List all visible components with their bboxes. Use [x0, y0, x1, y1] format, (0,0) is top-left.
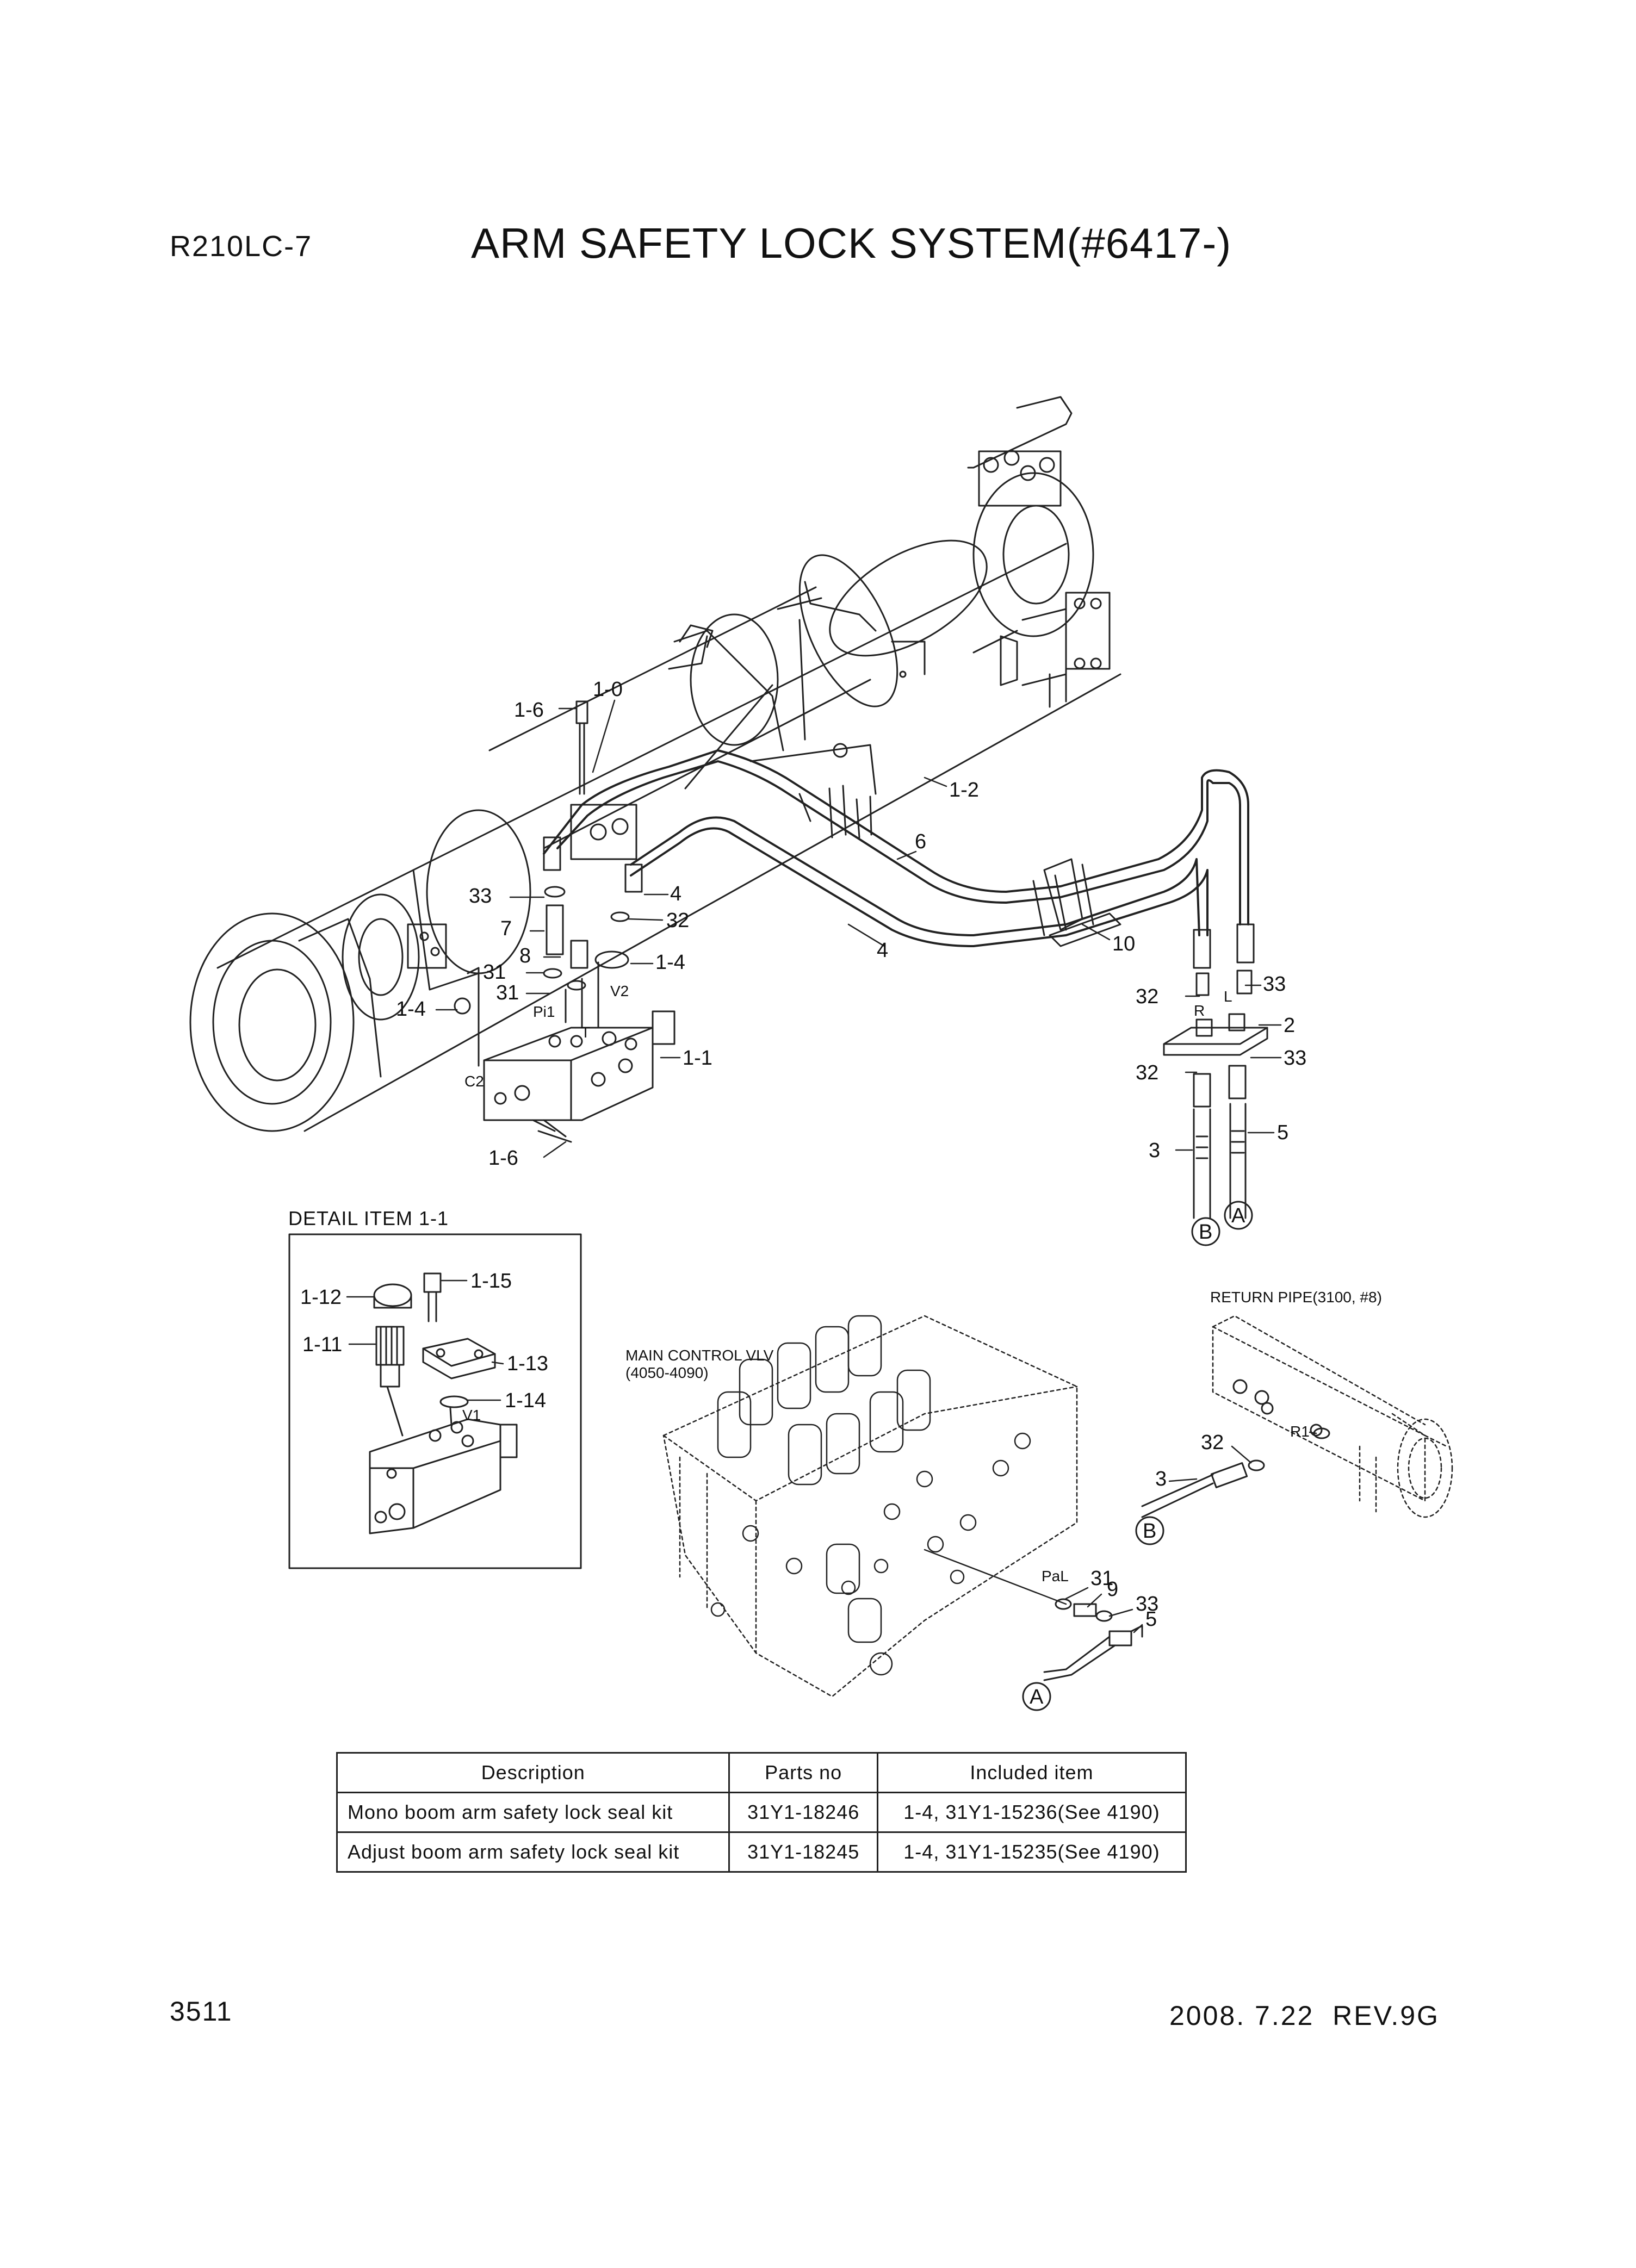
- callout-31-lower: 31: [496, 981, 519, 1004]
- callout-1-6-top: 1-6: [514, 699, 544, 722]
- table-cell-parts-no: 31Y1-18246: [728, 1792, 878, 1833]
- port-label-v1: V1: [462, 1407, 481, 1424]
- table-cell-included-item: 1-4, 31Y1-15236(See 4190): [876, 1792, 1187, 1833]
- callout-1-15: 1-15: [470, 1270, 512, 1293]
- table-header-row: Description Parts no Included item: [336, 1752, 1187, 1793]
- callout-9: 9: [1107, 1578, 1118, 1601]
- main-control-spools: [710, 1315, 1031, 1676]
- callout-8: 8: [519, 945, 531, 967]
- main-control-caption-line1: MAIN CONTROL VLV: [625, 1347, 774, 1364]
- callout-5-mcv: 5: [1145, 1608, 1157, 1631]
- return-pipe-details: [1135, 1379, 1330, 1545]
- callout-1-14: 1-14: [505, 1389, 546, 1412]
- main-control-valve: [662, 1315, 1078, 1698]
- model-code: R210LC-7: [170, 230, 313, 263]
- port-label-r: R: [1194, 1002, 1205, 1019]
- return-pipe-caption: RETURN PIPE(3100, #8): [1210, 1289, 1382, 1306]
- marker-a-label: A: [1231, 1204, 1245, 1227]
- arm-safety-valve: [467, 961, 676, 1143]
- callout-4-lower: 4: [877, 939, 888, 962]
- port-label-c2: C2: [464, 1073, 484, 1090]
- seal-kit-table: Description Parts no Included item Mono …: [336, 1752, 1187, 1873]
- callout-1-2: 1-2: [949, 779, 979, 801]
- callout-33-left: 33: [469, 885, 492, 908]
- cylinder-head-eye: [798, 396, 1094, 707]
- return-pipe: [1212, 1315, 1453, 1518]
- callout-1-6-bottom: 1-6: [488, 1147, 518, 1170]
- column-header-parts-no: Parts no: [728, 1752, 878, 1793]
- callout-31-upper: 31: [483, 961, 506, 984]
- port-label-r1: R1: [1290, 1423, 1310, 1440]
- detail-caption: DETAIL ITEM 1-1: [288, 1207, 449, 1229]
- callout-33-right-upper: 33: [1263, 973, 1286, 996]
- right-hoses: [1163, 923, 1268, 1219]
- port-label-v2: V2: [610, 983, 629, 999]
- callout-32-right-upper: 32: [1136, 985, 1158, 1008]
- callout-1-4-left: 1-4: [396, 998, 426, 1021]
- callout-3: 3: [1149, 1139, 1160, 1162]
- marker-a-mcv-label: A: [1030, 1686, 1044, 1708]
- arm-cylinder: [189, 543, 1121, 1132]
- page-number: 3511: [170, 1996, 233, 2027]
- revision-date: 2008. 7.22 REV.9G: [1169, 2000, 1440, 2031]
- callout-1-4-right: 1-4: [655, 951, 685, 974]
- port-label-l: L: [1224, 988, 1232, 1005]
- port-label-pi1: Pi1: [533, 1003, 555, 1020]
- callout-32-return: 32: [1201, 1431, 1224, 1454]
- callout-31-mcv: 31: [1090, 1567, 1113, 1590]
- callout-33-mcv: 33: [1136, 1593, 1158, 1615]
- port-label-t: T: [581, 1024, 590, 1041]
- main-callout-labels: 1-0 1-6 1-2 6 4 33 4 32 7 8 1-4 31 31 1-…: [396, 678, 1306, 1244]
- callout-1-13: 1-13: [507, 1352, 548, 1375]
- table-cell-description: Adjust boom arm safety lock seal kit: [336, 1831, 730, 1873]
- table-row: Adjust boom arm safety lock seal kit 31Y…: [336, 1831, 1187, 1873]
- detail-leaders: [346, 1279, 504, 1401]
- callout-32-right-lower: 32: [1136, 1061, 1158, 1084]
- main-control-connection: [924, 1549, 1143, 1711]
- marker-b-return-label: B: [1143, 1520, 1156, 1543]
- hose-end-markers: [1191, 1201, 1253, 1246]
- callout-5: 5: [1277, 1121, 1288, 1144]
- marker-b-label: B: [1199, 1221, 1212, 1244]
- callout-1-1: 1-1: [683, 1047, 712, 1070]
- fitting-parts: [543, 700, 643, 991]
- pipe-clamp: [1032, 858, 1121, 947]
- main-control-caption-line2: (4050-4090): [625, 1364, 709, 1381]
- cylinder-pin-bracket: [1000, 592, 1111, 708]
- detail-frame: [288, 1233, 582, 1569]
- callout-4-upper: 4: [670, 883, 681, 905]
- callout-1-12: 1-12: [300, 1286, 342, 1309]
- callout-7: 7: [500, 917, 512, 940]
- detail-labels: DETAIL ITEM 1-1 1-12 1-15 1-11 1-13 1-14…: [288, 1207, 548, 1424]
- main-control-leaders: [1065, 1587, 1143, 1633]
- callout-33-right-lower: 33: [1284, 1047, 1306, 1070]
- page-title: ARM SAFETY LOCK SYSTEM(#6417-): [471, 219, 1232, 267]
- return-pipe-leaders: [1168, 1431, 1317, 1482]
- table-row: Mono boom arm safety lock seal kit 31Y1-…: [336, 1792, 1187, 1833]
- column-header-description: Description: [336, 1752, 730, 1793]
- table-cell-parts-no: 31Y1-18245: [728, 1831, 878, 1873]
- callout-6: 6: [915, 830, 926, 853]
- callout-32-left: 32: [666, 909, 689, 932]
- return-pipe-labels: RETURN PIPE(3100, #8) 32 3 R1 B: [1143, 1289, 1382, 1543]
- cylinder-rod-and-clamp: [668, 597, 877, 838]
- table-cell-included-item: 1-4, 31Y1-15235(See 4190): [876, 1831, 1187, 1873]
- callout-1-11: 1-11: [302, 1333, 342, 1356]
- callout-1-0: 1-0: [593, 678, 623, 701]
- callout-10: 10: [1112, 933, 1135, 955]
- main-control-labels: MAIN CONTROL VLV (4050-4090) PaL 31 9 33…: [625, 1347, 1158, 1708]
- column-header-included-item: Included item: [876, 1752, 1187, 1793]
- table-cell-description: Mono boom arm safety lock seal kit: [336, 1792, 730, 1833]
- port-label-pal: PaL: [1042, 1568, 1069, 1585]
- callout-3-return: 3: [1155, 1468, 1167, 1490]
- detail-parts: [369, 1272, 518, 1534]
- hydraulic-pipes: [543, 749, 1249, 947]
- callout-leaders: [435, 699, 1282, 1158]
- callout-2: 2: [1284, 1014, 1295, 1037]
